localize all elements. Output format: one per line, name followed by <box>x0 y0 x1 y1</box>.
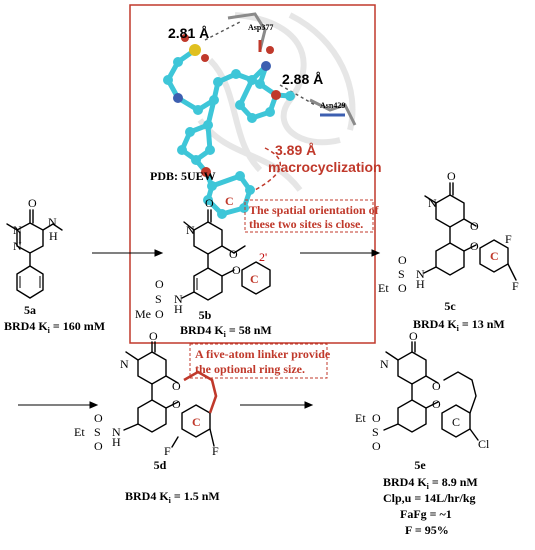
svg-text:O: O <box>205 196 214 210</box>
crystal-frame <box>129 4 376 344</box>
svg-text:O: O <box>398 253 407 267</box>
activity-5e: BRD4 Ki = 8.9 nM <box>383 475 478 491</box>
svg-text:H: H <box>174 302 183 316</box>
svg-text:O: O <box>409 329 418 343</box>
asp377-label: Asp377 <box>248 23 273 32</box>
svg-text:H: H <box>416 277 425 291</box>
svg-text:N: N <box>120 357 129 371</box>
svg-text:Et: Et <box>355 411 366 425</box>
compound-5a: O N N N H <box>6 196 63 299</box>
svg-text:O: O <box>155 277 164 291</box>
svg-text:O: O <box>172 379 181 393</box>
svg-text:Me: Me <box>135 307 151 321</box>
crystal-ring-label: C <box>225 194 234 208</box>
distance-1: 2.81 Å <box>168 25 209 41</box>
svg-text:these two sites is close.: these two sites is close. <box>249 217 363 231</box>
id-5c: 5c <box>444 299 456 313</box>
hbond-2 <box>279 84 316 106</box>
pdb-label: PDB: 5UEW <box>150 169 216 183</box>
id-5a: 5a <box>24 303 36 317</box>
macrocyclization-arc <box>254 147 282 191</box>
id-5d: 5d <box>154 458 167 472</box>
svg-text:O: O <box>470 219 479 233</box>
activity-5b: BRD4 Ki = 58 nM <box>180 323 272 339</box>
hbond-1 <box>204 21 241 41</box>
svg-text:F: F <box>505 232 512 246</box>
svg-text:O: O <box>432 379 441 393</box>
svg-text:S: S <box>398 267 405 281</box>
svg-text:N: N <box>186 223 195 237</box>
svg-text:O: O <box>94 411 103 425</box>
svg-text:A five-atom linker provide: A five-atom linker provide <box>195 347 331 361</box>
compound-5b: O N O O C 2' N H S O O Me <box>135 196 271 321</box>
svg-text:O: O <box>372 411 381 425</box>
distance-2: 2.88 Å <box>282 71 323 87</box>
svg-text:C: C <box>192 415 201 429</box>
svg-text:C: C <box>250 272 259 286</box>
svg-text:N: N <box>428 196 437 210</box>
svg-text:F: F <box>512 279 519 293</box>
svg-text:F: F <box>212 444 219 458</box>
svg-text:O: O <box>149 329 158 343</box>
svg-text:O: O <box>447 169 456 183</box>
distance-3: 3.89 Å <box>275 142 316 158</box>
id-5e: 5e <box>414 458 426 472</box>
svg-text:O: O <box>155 307 164 321</box>
svg-text:Et: Et <box>74 425 85 439</box>
svg-text:O: O <box>232 263 241 277</box>
arrows <box>18 249 381 409</box>
svg-text:O: O <box>172 397 181 411</box>
svg-text:Et: Et <box>378 281 389 295</box>
ligand-atoms <box>163 34 295 219</box>
svg-text:N: N <box>13 239 22 253</box>
svg-text:Cl: Cl <box>478 437 490 451</box>
svg-text:The spatial orientation of: The spatial orientation of <box>249 203 380 217</box>
clearance-5e: Clp,u = 14L/hr/kg <box>383 491 476 505</box>
compound-5d: O N O O C F F N H S O O Et <box>74 329 219 458</box>
crystal-structure: C 2.81 Å 2.88 Å 3.89 Å macrocyclization … <box>150 12 382 219</box>
svg-text:O: O <box>94 439 103 453</box>
asn429-residue <box>309 98 357 126</box>
svg-text:2': 2' <box>259 250 267 264</box>
svg-text:S: S <box>94 425 101 439</box>
svg-text:O: O <box>398 281 407 295</box>
svg-text:N: N <box>416 267 425 281</box>
activity-5c: BRD4 Ki = 13 nM <box>413 317 505 333</box>
id-5b: 5b <box>199 308 212 322</box>
svg-text:O: O <box>229 247 238 261</box>
svg-text:H: H <box>49 229 58 243</box>
svg-text:the optional ring size.: the optional ring size. <box>195 362 305 376</box>
svg-text:N: N <box>380 357 389 371</box>
svg-text:F: F <box>164 444 171 458</box>
activity-5d: BRD4 Ki = 1.5 nM <box>125 489 220 505</box>
asp377-residue <box>227 12 267 51</box>
svg-text:S: S <box>372 425 379 439</box>
fafg-5e: FaFg = ~1 <box>400 507 452 521</box>
svg-text:C: C <box>452 415 460 429</box>
note-orientation: The spatial orientation of these two sit… <box>244 199 380 233</box>
linker <box>183 370 218 414</box>
svg-text:N: N <box>174 292 183 306</box>
note-linker: A five-atom linker provide the optional … <box>189 343 331 379</box>
bioavail-5e: F = 95% <box>405 523 449 537</box>
asn429-label: Asn429 <box>320 101 345 110</box>
macrocyclization-label: macrocyclization <box>268 159 382 175</box>
svg-text:O: O <box>432 397 441 411</box>
svg-text:C: C <box>490 249 499 263</box>
svg-text:S: S <box>155 292 162 306</box>
compound-5e: O N O O C Cl S O O Et <box>355 329 490 453</box>
svg-text:O: O <box>470 239 479 253</box>
svg-text:N: N <box>13 223 22 237</box>
compound-5c: O N O O C F F N H S O O Et <box>378 169 519 295</box>
svg-text:N: N <box>48 215 57 229</box>
svg-text:O: O <box>372 439 381 453</box>
svg-text:N: N <box>112 425 121 439</box>
svg-text:O: O <box>28 196 37 210</box>
svg-text:H: H <box>112 435 121 449</box>
activity-5a: BRD4 Ki = 160 mM <box>4 319 105 335</box>
